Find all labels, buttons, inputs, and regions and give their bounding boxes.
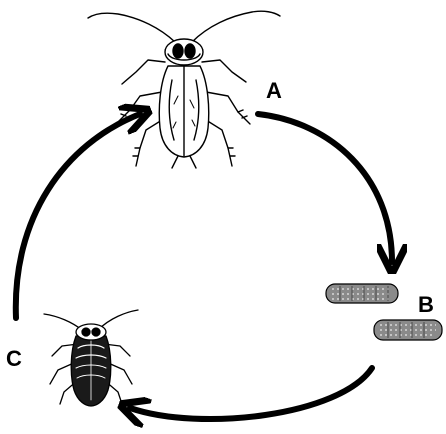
egg-case-lower [374, 320, 442, 340]
adult-cockroach-icon [88, 11, 280, 168]
arrow-adult-to-eggs [258, 114, 392, 262]
nymph-cockroach-icon [44, 310, 138, 406]
stage-label-c: C [6, 346, 22, 371]
egg-case-upper [326, 284, 398, 303]
stage-label-b: B [418, 292, 434, 317]
arrow-nymph-to-adult [16, 114, 140, 318]
arrow-eggs-to-nymph [130, 368, 372, 419]
stage-label-a: A [266, 78, 282, 103]
